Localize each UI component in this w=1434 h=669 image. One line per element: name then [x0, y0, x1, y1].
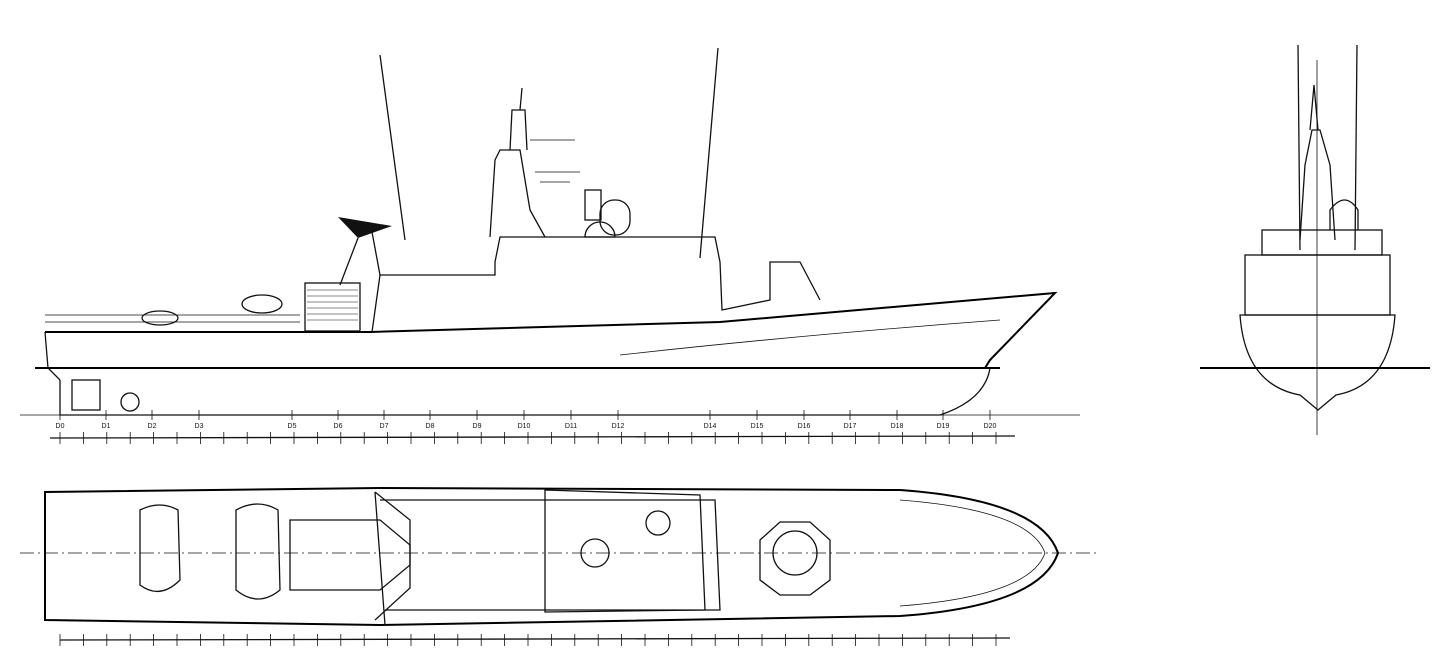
bridge-tower [489, 149, 546, 238]
chine-line [619, 319, 1001, 356]
guardrail [45, 314, 300, 323]
deckhouse-grille [307, 289, 358, 321]
propeller [120, 392, 140, 412]
funnel [339, 231, 381, 286]
director-plan [580, 538, 610, 568]
station-label: D9 [473, 423, 482, 430]
station-label: D11 [565, 423, 577, 430]
gun-director [584, 189, 602, 221]
rudder [71, 379, 101, 411]
bow-front-view [1200, 44, 1430, 435]
station-label: D3 [195, 423, 204, 430]
rhib-plan-1 [139, 504, 181, 592]
bridge-deck [380, 499, 721, 611]
station-label: D15 [751, 423, 764, 430]
station-label: D18 [891, 423, 904, 430]
station-label: D0 [56, 423, 65, 430]
superstructure-outline [374, 491, 411, 626]
gun-turret [772, 530, 818, 576]
radome [584, 221, 616, 238]
station-labels: D0 D1 D2 D3 D5 D6 D7 D8 D9 D10 D11 D12 D14 D15 D16 D17 D… [56, 423, 997, 430]
station-scale [49, 435, 1016, 439]
fore-mast [699, 47, 719, 259]
radar-mast [509, 87, 528, 151]
plan-scale [59, 637, 1011, 641]
front-dome [1329, 199, 1359, 230]
gun-mount-plan [759, 521, 831, 596]
station-label: D8 [426, 423, 435, 430]
stern [44, 331, 61, 381]
station-label: D17 [844, 423, 857, 430]
side-profile-view: D0 D1 D2 D3 D5 D6 D7 D8 D9 D10 D11 D12 D14 D15 D16 D17 D… [20, 47, 1080, 646]
station-label: D2 [148, 423, 157, 430]
deck-outline [44, 486, 1060, 627]
yardarms [530, 139, 580, 183]
underwater-hull [59, 367, 991, 416]
station-label: D19 [937, 423, 950, 430]
front-bridge [1261, 229, 1383, 256]
funnel-cap [338, 217, 392, 238]
aft-deckhouse-plan [289, 519, 411, 591]
front-hull [1239, 314, 1396, 411]
satcom-dome [599, 199, 631, 236]
station-label: D14 [704, 423, 717, 430]
aft-mast [379, 54, 406, 241]
plan-view [20, 486, 1100, 641]
station-label: D5 [288, 423, 297, 430]
rhib-1 [141, 310, 179, 326]
dome-plan [645, 510, 671, 536]
wheelhouse-roof [544, 489, 706, 613]
station-label: D7 [380, 423, 389, 430]
station-label: D20 [984, 423, 997, 430]
bulwark-inner [899, 499, 1046, 607]
station-label: D1 [102, 423, 111, 430]
rhib-plan-2 [235, 503, 281, 600]
front-tower [1299, 129, 1336, 241]
rhib-2 [241, 294, 283, 314]
station-label: D16 [798, 423, 811, 430]
station-label: D10 [518, 423, 531, 430]
station-label: D6 [334, 423, 343, 430]
front-superstructure [1244, 254, 1391, 316]
front-mast-left [1297, 44, 1301, 251]
station-label: D12 [612, 423, 625, 430]
superstructure [371, 236, 821, 333]
sheer-line [45, 291, 1058, 369]
front-mast-right [1354, 44, 1358, 251]
